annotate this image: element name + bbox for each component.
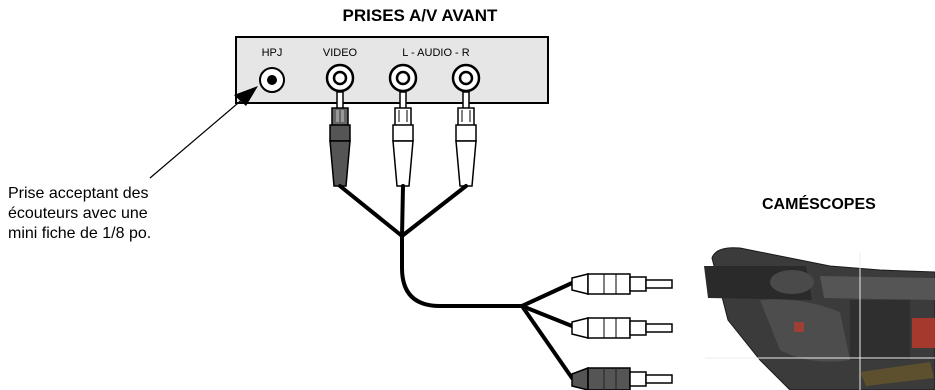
audio-left-plug-top (393, 92, 413, 186)
headphone-jack (260, 68, 284, 92)
jack-label-video: VIDEO (323, 47, 358, 59)
jack-label-audio: L - AUDIO - R (402, 47, 469, 59)
audio-right-jack (453, 65, 479, 91)
audio-plug-bottom-2 (572, 318, 672, 338)
audio-right-plug-top (456, 92, 476, 186)
video-plug-bottom (572, 368, 672, 390)
audio-left-jack (390, 65, 416, 91)
headphone-note: Prise acceptant des écouteurs avec une m… (8, 184, 230, 244)
video-jack (327, 65, 353, 91)
camcorder-image (704, 248, 935, 390)
camcorder-title: CAMÉSCOPES (762, 196, 922, 214)
pointer-arrow (150, 86, 258, 178)
audio-plug-bottom-1 (572, 274, 672, 294)
jack-label-hpj: HPJ (262, 47, 283, 59)
video-plug-top (330, 92, 350, 186)
av-cable (340, 186, 572, 378)
